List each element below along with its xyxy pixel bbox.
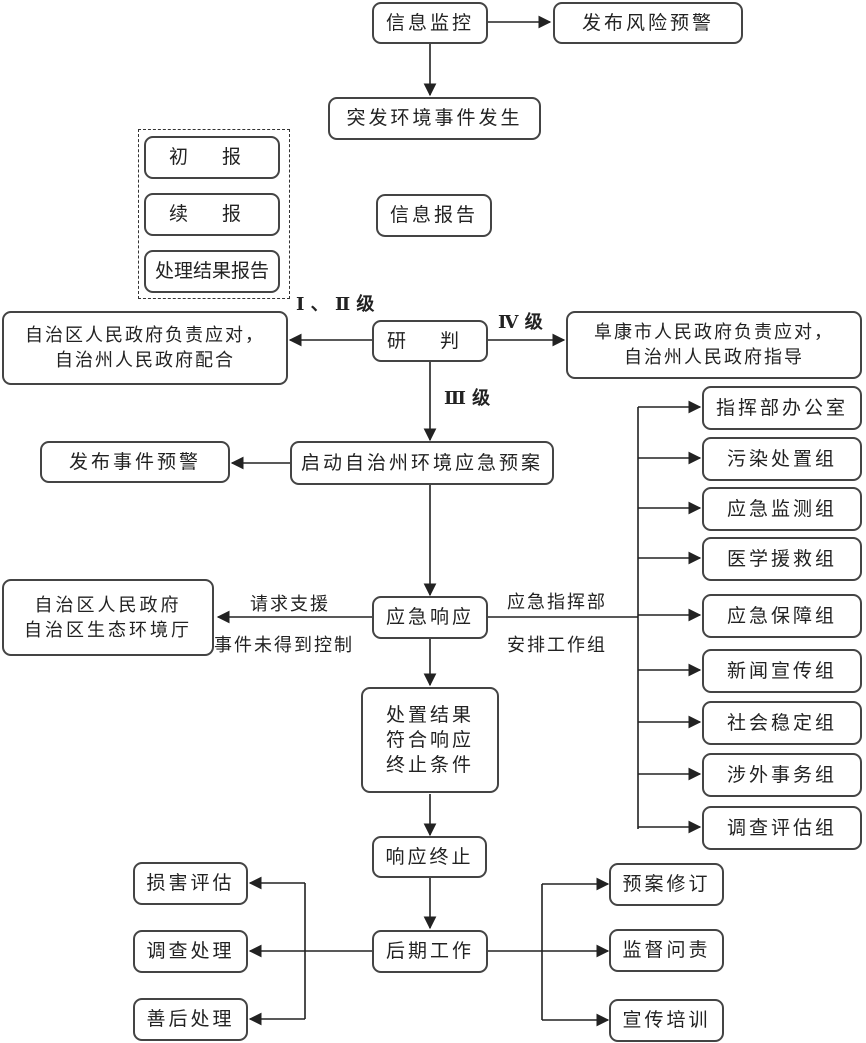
- risk-warning-node: 发布风险预警: [553, 2, 743, 44]
- after-left-item: 损害评估: [133, 862, 248, 905]
- not-controlled-label: 事件未得到控制: [214, 635, 354, 656]
- working-group-node: 新闻宣传组: [702, 649, 862, 693]
- termination-condition-node: 处置结果 符合响应 终止条件: [361, 687, 499, 793]
- hq-label-line2: 安排工作组: [507, 635, 607, 656]
- working-group-node: 应急保障组: [702, 594, 862, 638]
- level-3-label: Ⅲ 级: [444, 388, 491, 409]
- after-right-item: 预案修订: [609, 863, 724, 906]
- response-end-node: 响应终止: [372, 836, 487, 878]
- report-types-group: [138, 129, 290, 299]
- higher-authority-node: 自治区人民政府 自治区生态环境厅: [2, 579, 214, 656]
- initial-report-node: 初 报: [144, 136, 280, 179]
- after-right-item: 宣传培训: [609, 999, 724, 1042]
- level-4-label: Ⅳ 级: [498, 312, 543, 333]
- result-report-node: 处理结果报告: [144, 250, 280, 293]
- level-1-2-label: Ⅰ 、 Ⅱ 级: [296, 294, 375, 315]
- working-group-node: 指挥部办公室: [702, 386, 862, 430]
- after-work-node: 后期工作: [372, 930, 488, 973]
- after-right-item: 监督问责: [609, 929, 724, 972]
- region-gov-response-node: 自治区人民政府负责应对， 自治州人民政府配合: [2, 311, 288, 385]
- fukang-gov-response-node: 阜康市人民政府负责应对， 自治州人民政府指导: [566, 311, 862, 379]
- after-left-item: 善后处理: [133, 998, 248, 1041]
- working-group-node: 社会稳定组: [702, 701, 862, 745]
- incident-node: 突发环境事件发生: [328, 97, 541, 140]
- hq-label-line1: 应急指挥部: [507, 592, 607, 613]
- emergency-response-node: 应急响应: [372, 596, 488, 639]
- working-group-node: 污染处置组: [702, 437, 862, 481]
- assess-node: 研 判: [372, 320, 488, 362]
- info-monitor-node: 信息监控: [372, 2, 488, 44]
- after-left-item: 调查处理: [133, 930, 248, 973]
- followup-report-node: 续 报: [144, 193, 280, 236]
- working-group-node: 调查评估组: [702, 806, 862, 850]
- request-support-label: 请求支援: [250, 594, 330, 615]
- working-group-node: 应急监测组: [702, 487, 862, 531]
- working-group-node: 医学援救组: [702, 537, 862, 581]
- start-plan-node: 启动自治州环境应急预案: [290, 441, 554, 485]
- working-group-node: 涉外事务组: [702, 753, 862, 797]
- event-warning-node: 发布事件预警: [40, 441, 230, 483]
- info-report-node: 信息报告: [376, 194, 492, 237]
